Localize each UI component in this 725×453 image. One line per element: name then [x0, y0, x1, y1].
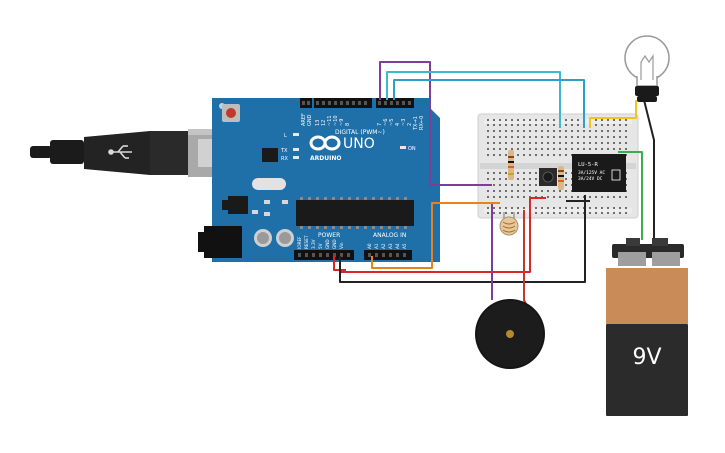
relay-title: LU-5-R: [578, 162, 599, 168]
pin-label: A5: [402, 243, 407, 249]
pin-label: ~11: [327, 115, 333, 126]
pin-label: A1: [374, 243, 379, 249]
on-led-label: ON: [408, 146, 416, 152]
wire-cyan: [386, 71, 561, 128]
wire-red: [340, 198, 531, 273]
pin-label: RESET: [304, 235, 309, 249]
wire-blue: [393, 79, 585, 128]
wire-orange: [371, 202, 500, 269]
relay-rating-dc: 3A/24V DC: [578, 176, 603, 182]
relay: LU-5-R 3A/125V AC 3A/24V DC: [572, 154, 626, 192]
analog-header-label: ANALOG IN: [373, 232, 406, 239]
tx-led-label: TX: [280, 148, 288, 154]
piezo-buzzer: [475, 299, 545, 369]
pin-label: 5V: [318, 243, 323, 249]
wire-black: [339, 195, 586, 283]
wire-black: [643, 99, 655, 240]
pin-label: RX←0: [419, 116, 425, 130]
rx-led-label: RX: [281, 156, 288, 162]
resistor: [558, 166, 564, 190]
resistor: [508, 150, 514, 180]
battery-9v: 9V: [606, 238, 688, 416]
pin-label: ~5: [389, 119, 395, 126]
pin-label: GND: [332, 239, 337, 249]
usb-icon: [108, 145, 132, 159]
pin-label: Vin: [339, 242, 344, 249]
wires: [333, 61, 655, 309]
photoresistor: [499, 212, 519, 236]
pin-label: ~3: [401, 119, 407, 126]
wire-red: [333, 256, 346, 271]
digital-header-label: DIGITAL (PWM~): [335, 129, 385, 136]
pin-label: GND: [325, 239, 330, 249]
l-led-label: L: [284, 133, 287, 139]
pin-label: 7: [377, 123, 383, 126]
pin-label: A3: [388, 243, 393, 249]
pin-label: AREF: [301, 113, 307, 126]
arduino-uno-board: AREF GND 13 12 ~11 ~10 ~9 8 7 ~6 ~5 4 ~3…: [198, 98, 440, 262]
arduino-brand: ARDUINO: [310, 155, 341, 162]
light-bulb: [624, 35, 670, 102]
pin-label: A0: [367, 243, 372, 249]
arduino-model: UNO: [343, 136, 375, 152]
arduino-logo-icon: [309, 135, 341, 151]
battery-label: 9V: [632, 345, 661, 370]
pin-label: TX→1: [413, 116, 419, 131]
usb-cable: [30, 129, 238, 177]
pin-label: ~10: [333, 115, 339, 126]
pin-label: 4: [395, 123, 401, 126]
wire-purple: [379, 61, 492, 186]
pin-label: 8: [345, 123, 351, 126]
pin-label: 12: [321, 120, 327, 126]
pin-label: A4: [395, 243, 400, 249]
wire-yellow: [589, 100, 637, 128]
pin-label: A2: [381, 243, 386, 249]
pin-label: ~6: [383, 119, 389, 126]
relay-rating-ac: 3A/125V AC: [578, 170, 605, 176]
wire-red: [523, 210, 529, 309]
atmega-chip: [296, 200, 414, 226]
pushbutton[interactable]: [539, 168, 557, 186]
pin-label: IOREF: [297, 236, 302, 249]
power-jack: [204, 226, 242, 258]
pin-label: 3.3V: [311, 239, 316, 249]
pin-label: 13: [315, 120, 321, 126]
pin-label: ~9: [339, 119, 345, 126]
power-header-label: POWER: [318, 232, 340, 239]
wire-green: [618, 151, 643, 240]
pin-label: 2: [407, 123, 413, 126]
pin-label: GND: [307, 114, 313, 126]
